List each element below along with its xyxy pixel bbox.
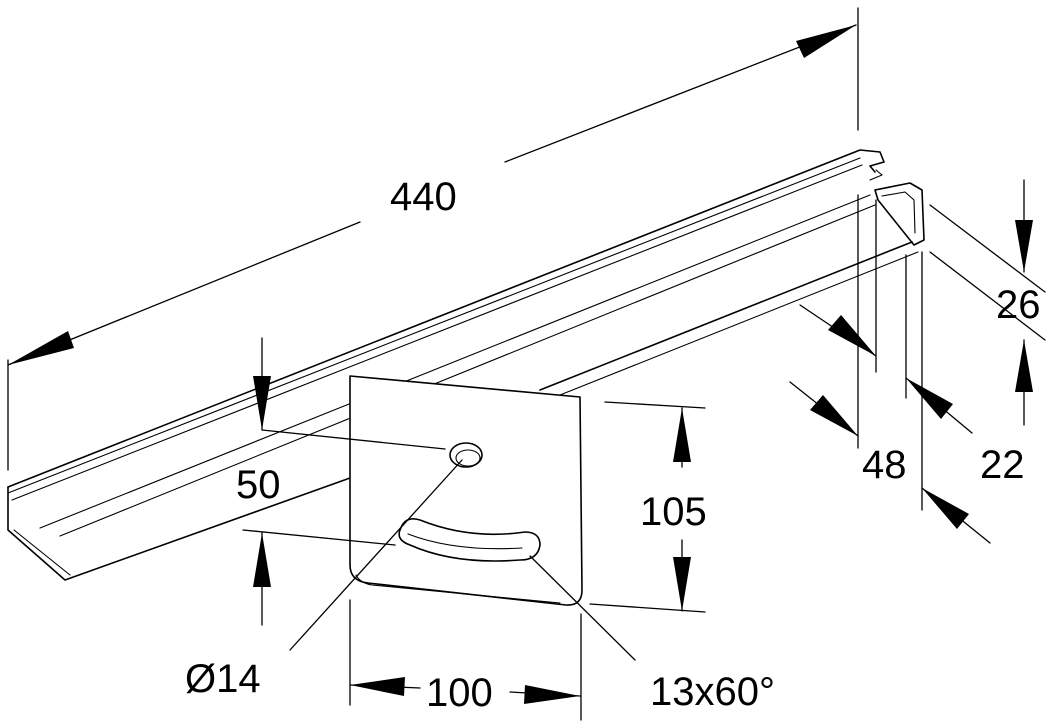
rail-lower-edge [539, 241, 913, 391]
arrow-pw-top [828, 315, 876, 356]
hole-diameter-label: Ø14 [185, 657, 261, 701]
slot-inner [407, 533, 523, 550]
plate-width-label: 100 [426, 671, 493, 715]
rail-end-profile [874, 182, 925, 246]
arrow-length-left [8, 331, 74, 365]
arrow-length-right [796, 25, 856, 58]
leader-hole: Ø14 [185, 459, 463, 701]
plate-outline [349, 375, 583, 606]
slot-size-label: 13x60° [650, 670, 775, 714]
arrow-pd-bottom [922, 488, 969, 529]
rail-top-edge [7, 149, 885, 488]
dim-profile-height: 26 [929, 179, 1046, 426]
rail-lower-inner [559, 251, 919, 396]
profile-height-label: 26 [996, 283, 1041, 327]
rail-end-profile-inner [881, 191, 916, 234]
dim-slot-offset: 50 [236, 337, 446, 626]
plate-height-label: 105 [640, 490, 707, 534]
dim-length: 440 [7, 7, 859, 471]
rail-mid-line-1 [39, 194, 871, 529]
arrow-pd-top [906, 378, 953, 419]
arrow-width-right [524, 685, 580, 704]
profile-depth-label: 22 [980, 443, 1025, 487]
arrow-height-bottom [673, 557, 691, 611]
rail-end-lip [869, 169, 883, 181]
profile-width-label: 48 [862, 443, 907, 487]
arrow-ph-top [1015, 220, 1033, 272]
arrow-width-left [350, 677, 405, 696]
rail-profile [7, 149, 925, 581]
slot-offset-label: 50 [236, 463, 281, 507]
rail-mid-line-2 [59, 204, 876, 537]
rail-front-bottom [7, 477, 351, 581]
arrow-ph-bottom [1015, 340, 1033, 392]
rail-front-inner [13, 529, 71, 576]
dim-plate-height: 105 [589, 401, 707, 613]
arrow-offset-bottom [253, 533, 271, 587]
arrow-offset-top [253, 376, 271, 430]
leader-slot: 13x60° [529, 555, 775, 714]
slot [398, 517, 541, 562]
dim-profile-width: 48 [789, 194, 907, 487]
hole [449, 442, 483, 468]
length-label: 440 [390, 175, 457, 219]
arrow-height-top [673, 408, 691, 462]
rail-top-inner-1 [7, 157, 861, 494]
dim-profile-depth: 22 [905, 251, 1025, 544]
rail-top-inner-2 [11, 164, 863, 501]
arrow-pw-bottom [810, 395, 858, 436]
dim-plate-width: 100 [349, 599, 582, 721]
hole-inner [455, 449, 481, 467]
mounting-plate [349, 375, 583, 606]
